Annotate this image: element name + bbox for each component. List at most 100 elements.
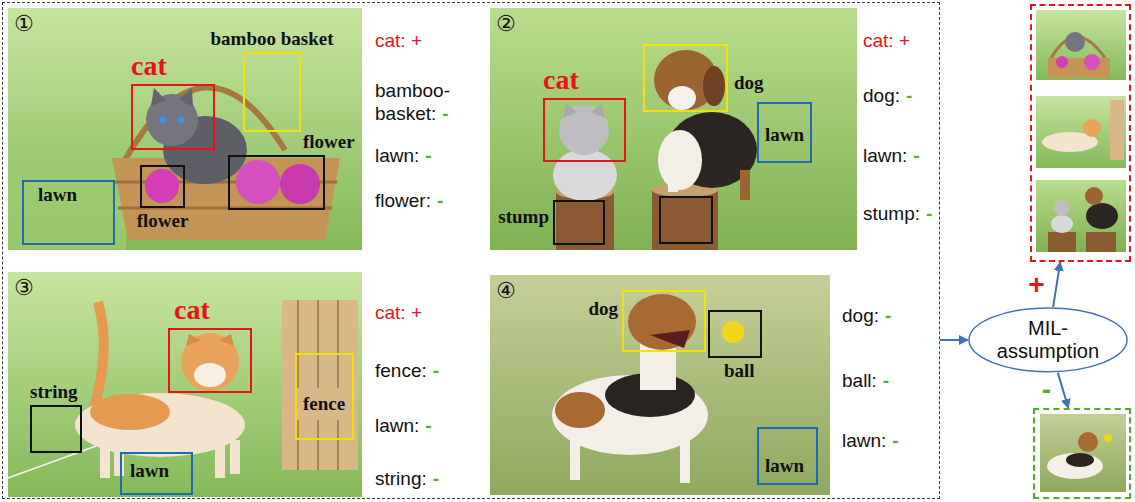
instance-label: stump:	[863, 203, 920, 226]
bag-polarity: +	[1028, 271, 1044, 299]
photo-3	[282, 300, 358, 470]
positive-bag-thumbnails	[1085, 187, 1103, 205]
box-label: string	[30, 381, 78, 403]
negative-bag-thumbnail	[1040, 414, 1126, 492]
photo-4	[570, 440, 580, 480]
instance-label: fence:	[375, 360, 427, 383]
photo-2	[668, 86, 696, 110]
object-bbox: dog	[622, 290, 706, 352]
positive-bag-thumbnails	[1054, 200, 1070, 216]
box-label: cat	[543, 64, 579, 96]
sample-set-frame: ①catbamboo basketflowerflowerlawn②catdog…	[2, 2, 940, 499]
box-label: bamboo basket	[211, 28, 334, 50]
instance-label: cat: +	[375, 302, 422, 325]
positive-bag-thumbnails	[1048, 232, 1076, 252]
object-bbox: bamboo basket	[243, 52, 301, 132]
panel-number: ③	[14, 275, 34, 300]
photo-panel: ①catbamboo basketflowerflowerlawn	[8, 8, 362, 250]
positive-bag-thumbnails	[1036, 10, 1126, 80]
instance-label: lawn:	[375, 145, 419, 168]
photo-1	[151, 88, 193, 108]
positive-bag-thumbnails	[1086, 203, 1118, 229]
photo-2	[703, 66, 725, 106]
polarity-mark: -	[433, 360, 439, 383]
instance-label: flower:	[375, 190, 431, 213]
photo-panel: ④dogballlawn	[490, 275, 830, 495]
instance-label: dog:	[863, 85, 900, 108]
object-bbox: lawn	[120, 452, 193, 495]
object-bbox: flower	[228, 155, 325, 210]
positive-bag-thumbnails	[1086, 232, 1116, 252]
photo-4	[490, 275, 830, 495]
polarity-mark: -	[433, 468, 439, 491]
photo-3	[8, 272, 362, 497]
instance-label: string:	[375, 468, 427, 491]
panel-number: ②	[496, 11, 516, 36]
object-bbox: stump	[553, 200, 605, 245]
positive-bag-thumbnails	[1056, 56, 1068, 68]
box-label: flower	[303, 131, 355, 153]
box-label: cat	[131, 50, 167, 82]
photo-3	[90, 394, 170, 430]
positive-bag-thumbnails	[1083, 119, 1101, 137]
box-label: lawn	[130, 460, 169, 482]
panel-number: ④	[496, 278, 516, 303]
instance-label: lawn:	[842, 430, 886, 453]
photo-3	[230, 440, 240, 474]
box-label: flower	[137, 210, 189, 232]
negative-bag-thumbnail	[1066, 453, 1094, 467]
photo-panel: ③ cat fence string lawn	[8, 272, 362, 497]
instance-label: bamboo- basket:	[375, 80, 467, 126]
polarity-mark: -	[906, 85, 912, 108]
photo-2	[668, 170, 678, 192]
photo-1	[8, 168, 126, 250]
photo-3	[298, 300, 338, 470]
photo-1	[145, 169, 179, 203]
photo-2	[660, 197, 712, 243]
instance-label: cat: +	[375, 30, 422, 53]
photo-1	[236, 160, 280, 204]
object-bbox: lawn	[22, 180, 115, 245]
photo-2	[652, 190, 718, 250]
object-bbox: dog	[643, 44, 728, 112]
polarity-mark: -	[913, 145, 919, 168]
instance-label: lawn:	[375, 415, 419, 438]
polarity-mark: -	[425, 415, 431, 438]
photo-1	[8, 8, 362, 250]
object-bbox: lawn	[757, 427, 818, 485]
photo-1	[160, 117, 167, 124]
photo-3	[8, 446, 96, 478]
positive-bag-thumbnails	[1065, 32, 1085, 52]
negative-bag-thumbnail	[1040, 414, 1126, 492]
box-label: lawn	[765, 455, 804, 477]
box-label: dog	[588, 298, 618, 320]
instance-label: lawn:	[863, 145, 907, 168]
photo-3	[114, 440, 124, 476]
object-bbox: ball	[708, 310, 762, 358]
object-bbox: string	[30, 405, 82, 453]
box-label: lawn	[765, 124, 804, 146]
photo-2	[658, 130, 702, 190]
positive-bag-thumbnails	[1084, 54, 1100, 70]
photo-3	[92, 302, 104, 415]
cat-bbox: cat	[131, 84, 215, 150]
flow-arrow	[1053, 262, 1060, 307]
polarity-mark: -	[425, 145, 431, 168]
object-bbox: lawn	[757, 102, 812, 163]
positive-bag-thumbnails	[1036, 180, 1126, 252]
photo-2	[559, 105, 609, 155]
photo-3	[100, 440, 110, 478]
photo-1	[178, 117, 185, 124]
photo-3	[194, 363, 226, 387]
box-label: lawn	[38, 184, 77, 206]
object-bbox: fence	[295, 353, 354, 440]
photo-1	[280, 164, 320, 204]
photo-3	[181, 333, 239, 391]
positive-bag-thumbnails	[1036, 96, 1126, 168]
cat-bbox: cat	[168, 328, 252, 393]
photo-3	[186, 334, 234, 346]
negative-bag-frame	[1033, 408, 1131, 499]
